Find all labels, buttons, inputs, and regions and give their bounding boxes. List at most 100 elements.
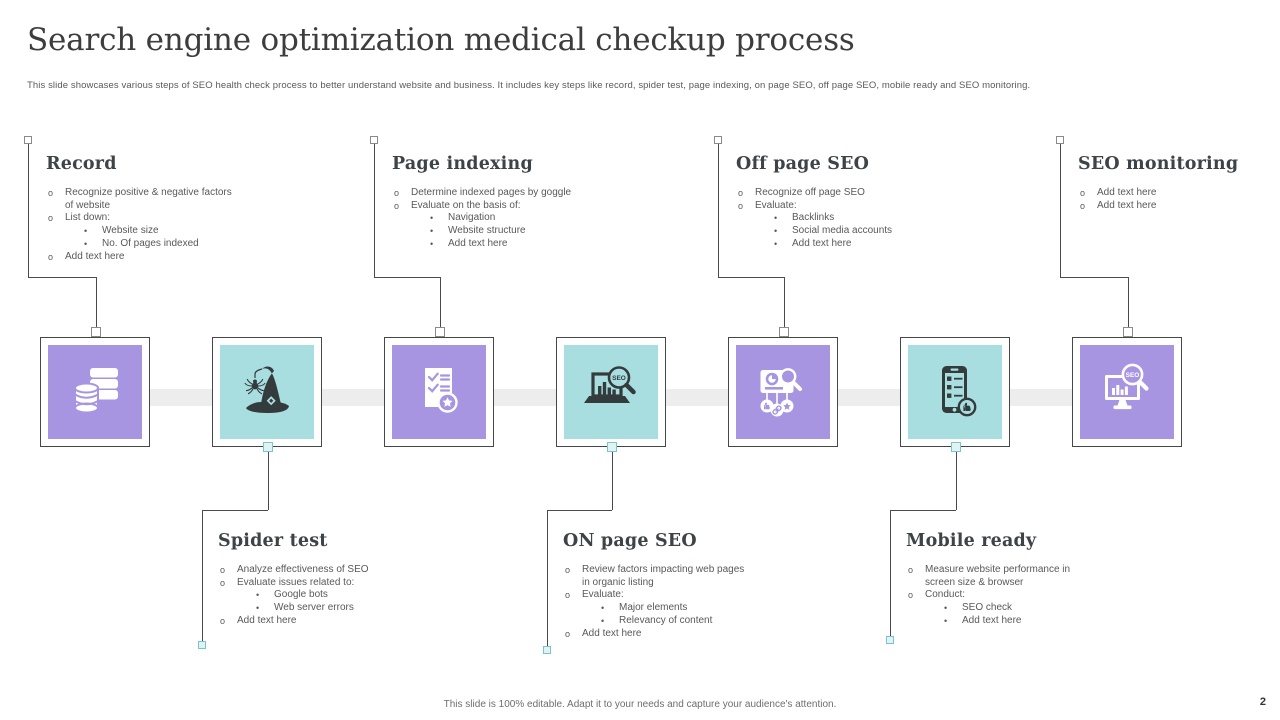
bullet-marker: • (774, 213, 778, 224)
step-title: Record (46, 154, 117, 174)
connector-handle (263, 442, 273, 452)
bullet-text: Add text here (792, 237, 852, 249)
seo-monitoring-icon-tile[interactable]: SEO (1072, 337, 1182, 447)
connector-line (28, 277, 96, 278)
connector-handle (198, 641, 206, 649)
bullet-item: •Navigation (392, 212, 672, 225)
bullet-item: •Google bots (218, 589, 498, 602)
bullet-marker: • (944, 615, 948, 626)
bullet-text: Measure website performance in screen si… (925, 564, 1071, 588)
spider-test-icon-tile[interactable] (212, 337, 322, 447)
bullet-item: • Website structure (392, 225, 672, 238)
step-title: SEO monitoring (1078, 154, 1239, 174)
connector-line (1128, 277, 1129, 328)
bullet-marker: • (430, 226, 434, 237)
mobile-ready-icon-tile[interactable] (900, 337, 1010, 447)
off-page-seo-icon-tile[interactable] (728, 337, 838, 447)
bullet-text: Evaluate on the basis of: (411, 199, 521, 211)
connector-handle (1123, 327, 1133, 337)
bullet-marker: • (430, 213, 434, 224)
bullet-marker: • (256, 590, 260, 601)
connector-handle (779, 327, 789, 337)
step-mobile-ready[interactable]: Mobile ready o Measure website performanc… (906, 531, 1186, 628)
connector-line (612, 452, 613, 510)
connector-line (547, 510, 612, 511)
laptop-seo-icon: SEO (584, 366, 636, 403)
step-bullets: o Measure website performance in screen s… (906, 564, 1186, 628)
connector-line (374, 144, 375, 277)
connector-handle (607, 442, 617, 452)
bullet-item: • Add text here (392, 238, 672, 251)
connector-handle (91, 327, 101, 337)
connector-line (202, 510, 203, 645)
connector-line (890, 510, 956, 511)
connector-line (890, 510, 891, 640)
on-page-seo-icon-tile[interactable]: SEO (556, 337, 666, 447)
bullet-item: •Web server errors (218, 602, 498, 615)
record-icon-tile[interactable] (40, 337, 150, 447)
connector-line (96, 277, 97, 328)
connector-line (718, 277, 784, 278)
bullet-text: Evaluate: (755, 199, 797, 211)
bullet-text: Major elements (619, 602, 688, 614)
bullet-text: Determine indexed pages by goggle (411, 187, 572, 198)
slide-subtitle: This slide showcases various steps of SE… (27, 80, 1031, 91)
bullet-text: List down: (65, 212, 111, 224)
connector-line (784, 277, 785, 328)
monitor-seo-icon: SEO (1105, 363, 1149, 410)
bullet-text: Add text here (448, 237, 508, 249)
bullet-text: Social media accounts (792, 225, 893, 237)
bullet-marker: • (601, 615, 605, 626)
bullet-item: •Website size (46, 225, 326, 238)
connector-handle (951, 442, 961, 452)
bullet-marker: o (48, 213, 54, 224)
on-page-seo-icon-box: SEO (564, 345, 658, 439)
bullet-marker: • (601, 603, 605, 614)
bullet-item: •Relevancy of content (563, 615, 843, 628)
mobile-checklist-icon (942, 366, 977, 417)
bullet-text: SEO check (962, 602, 1013, 614)
bullet-marker: o (220, 565, 226, 575)
page-number: 2 (1259, 696, 1266, 708)
step-title: Mobile ready (906, 531, 1037, 551)
bullet-item: •SEO check (906, 602, 1186, 615)
bullet-item: •Add text here (906, 615, 1186, 628)
witch-hat-spider-icon (244, 366, 289, 413)
connector-handle (24, 136, 32, 144)
connector-line (28, 144, 29, 277)
connector-handle (714, 136, 722, 144)
connector-handle (543, 646, 551, 654)
bullet-text: Evaluate: (582, 589, 624, 601)
bullet-marker: • (430, 238, 434, 249)
bullet-marker: • (774, 226, 778, 237)
connector-handle (435, 327, 445, 337)
step-title: Off page SEO (736, 154, 870, 174)
bullet-item: • Backlinks (736, 212, 1016, 225)
bullet-text: Website size (102, 225, 159, 237)
bullet-marker: o (565, 565, 571, 575)
bullet-text: Website structure (448, 225, 526, 237)
bullet-item: • Major elements (563, 602, 843, 615)
bullet-text: Backlinks (792, 212, 835, 224)
page-indexing-icon-tile[interactable] (384, 337, 494, 447)
bullet-marker: o (908, 590, 914, 601)
bullet-marker: • (774, 238, 778, 249)
connector-line (440, 277, 441, 328)
